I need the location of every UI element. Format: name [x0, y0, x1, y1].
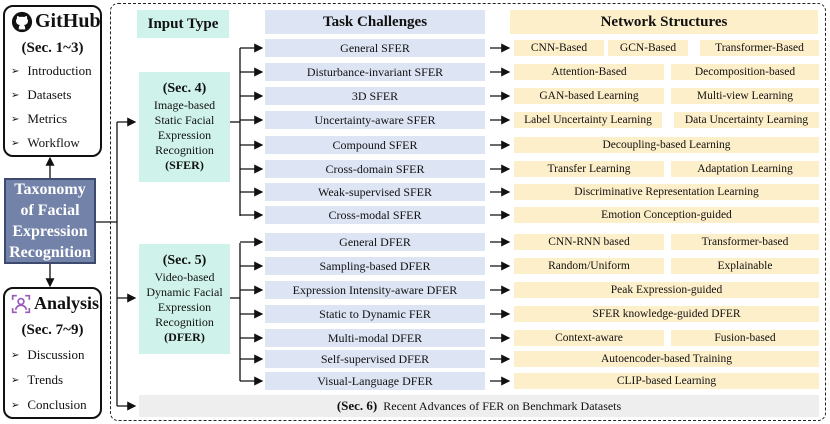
arrowhead-icon: ➢	[11, 349, 20, 361]
analysis-heading[interactable]: Analysis	[11, 293, 99, 314]
dfer-task-3[interactable]: Static to Dynamic FER	[265, 305, 485, 323]
sfer-task-0[interactable]: General SFER	[265, 39, 485, 57]
header-network-structures: Network Structures	[510, 10, 818, 34]
github-item-datasets[interactable]: ➢Datasets	[11, 87, 72, 102]
dfer-line: Expression	[157, 300, 212, 314]
dfer-input-box[interactable]: (Sec. 5) Video-based Dynamic Facial Expr…	[139, 244, 230, 354]
dfer-task-6[interactable]: Visual-Language DFER	[265, 372, 485, 390]
github-title: GitHub	[35, 10, 101, 32]
sfer-network-0-0[interactable]: CNN-Based	[514, 40, 604, 56]
sfer-network-7-0[interactable]: Emotion Conception-guided	[514, 207, 819, 223]
sfer-line: Static Facial	[154, 113, 215, 127]
sfer-branch-arrows	[240, 43, 264, 220]
github-heading[interactable]: GitHub	[11, 10, 101, 33]
arrowhead-icon: ➢	[11, 374, 20, 386]
dfer-network-4-1[interactable]: Fusion-based	[671, 330, 819, 346]
sfer-sec: (Sec. 4)	[162, 81, 207, 96]
dfer-network-0-1[interactable]: Transformer-based	[671, 234, 819, 250]
sfer-task-6[interactable]: Weak-supervised SFER	[265, 183, 485, 201]
dfer-task-1[interactable]: Sampling-based DFER	[265, 257, 485, 275]
sfer-input-box[interactable]: (Sec. 4) Image-based Static Facial Expre…	[139, 72, 230, 182]
dfer-abbr: (DFER)	[164, 330, 205, 344]
analysis-panel: Analysis (Sec. 7~9) ➢Discussion ➢Trends …	[3, 287, 102, 419]
sfer-task-1[interactable]: Disturbance-invariant SFER	[265, 63, 485, 81]
header-task-challenges: Task Challenges	[265, 10, 485, 34]
sfer-task-5[interactable]: Cross-domain SFER	[265, 160, 485, 178]
benchmark-sec: (Sec. 6)	[336, 398, 378, 413]
dfer-line: Video-based	[154, 270, 215, 284]
dfer-network-0-0[interactable]: CNN-RNN based	[514, 234, 664, 250]
arrowhead-icon: ➢	[11, 399, 20, 411]
benchmark-bar[interactable]: (Sec. 6) Recent Advances of FER on Bench…	[139, 395, 819, 417]
dfer-network-6-0[interactable]: CLIP-based Learning	[514, 373, 819, 389]
task-to-network-arrows	[490, 43, 511, 386]
dfer-network-1-1[interactable]: Explainable	[671, 258, 819, 274]
sfer-network-3-0[interactable]: Label Uncertainty Learning	[514, 112, 662, 128]
sfer-abbr: (SFER)	[165, 158, 204, 172]
taxonomy-line: Recognition	[9, 244, 91, 261]
analysis-person-icon	[11, 294, 31, 313]
github-sec: (Sec. 1~3)	[21, 40, 84, 56]
sfer-network-2-0[interactable]: GAN-based Learning	[514, 88, 664, 104]
sfer-network-3-1[interactable]: Data Uncertainty Learning	[674, 112, 819, 128]
sfer-line: Recognition	[155, 143, 214, 157]
sfer-line: Expression	[157, 128, 212, 142]
github-icon	[11, 11, 33, 32]
arrowhead-icon: ➢	[11, 113, 20, 125]
dfer-network-5-0[interactable]: Autoencoder-based Training	[514, 351, 819, 367]
sfer-network-1-0[interactable]: Attention-Based	[514, 64, 664, 80]
dfer-network-2-0[interactable]: Peak Expression-guided	[514, 282, 819, 298]
arrowhead-icon: ➢	[11, 65, 20, 77]
dfer-network-1-0[interactable]: Random/Uniform	[514, 258, 664, 274]
dfer-task-5[interactable]: Self-supervised DFER	[265, 350, 485, 368]
arrowhead-icon: ➢	[11, 89, 20, 101]
dfer-task-0[interactable]: General DFER	[265, 233, 485, 251]
dfer-sec: (Sec. 5)	[162, 253, 207, 268]
taxonomy-line: Taxonomy	[14, 181, 86, 198]
sfer-task-4[interactable]: Compound SFER	[265, 136, 485, 154]
github-item-metrics[interactable]: ➢Metrics	[11, 111, 68, 126]
taxonomy-line: Expression	[12, 223, 88, 240]
dfer-network-3-0[interactable]: SFER knowledge-guided DFER	[514, 306, 819, 322]
sfer-network-2-1[interactable]: Multi-view Learning	[671, 88, 819, 104]
analysis-sec: (Sec. 7~9)	[21, 322, 84, 338]
sfer-line: Image-based	[153, 98, 216, 112]
sfer-network-5-0[interactable]: Transfer Learning	[514, 161, 664, 177]
github-item-introduction[interactable]: ➢Introduction	[11, 63, 92, 78]
sfer-network-1-1[interactable]: Decomposition-based	[671, 64, 819, 80]
analysis-title: Analysis	[34, 293, 100, 313]
dfer-task-4[interactable]: Multi-modal DFER	[265, 329, 485, 347]
header-input-type: Input Type	[137, 10, 229, 38]
sfer-network-5-1[interactable]: Adaptation Learning	[671, 161, 819, 177]
github-panel: GitHub (Sec. 1~3) ➢Introduction ➢Dataset…	[3, 5, 102, 157]
benchmark-text: Recent Advances of FER on Benchmark Data…	[383, 398, 622, 413]
sfer-task-2[interactable]: 3D SFER	[265, 87, 485, 105]
sfer-task-7[interactable]: Cross-modal SFER	[265, 206, 485, 224]
main-frame	[110, 3, 826, 421]
taxonomy-box: Taxonomy of Facial Expression Recognitio…	[4, 178, 96, 264]
dfer-network-4-0[interactable]: Context-aware	[514, 330, 664, 346]
analysis-item-trends[interactable]: ➢Trends	[11, 372, 64, 387]
analysis-item-discussion[interactable]: ➢Discussion	[11, 347, 85, 362]
sfer-network-4-0[interactable]: Decoupling-based Learning	[514, 137, 819, 153]
dfer-branch-arrows	[240, 237, 264, 386]
sfer-task-3[interactable]: Uncertainty-aware SFER	[265, 111, 485, 129]
dfer-line: Dynamic Facial	[146, 285, 223, 299]
arrowhead-icon: ➢	[11, 137, 20, 149]
sfer-network-0-1[interactable]: GCN-Based	[608, 40, 688, 56]
sfer-network-6-0[interactable]: Discriminative Representation Learning	[514, 184, 819, 200]
analysis-item-conclusion[interactable]: ➢Conclusion	[11, 397, 87, 412]
taxonomy-line: of Facial	[20, 202, 80, 219]
dfer-line: Recognition	[155, 315, 214, 329]
github-item-workflow[interactable]: ➢Workflow	[11, 135, 80, 150]
sfer-network-0-2[interactable]: Transformer-Based	[700, 40, 819, 56]
dfer-task-2[interactable]: Expression Intensity-aware DFER	[265, 281, 485, 299]
